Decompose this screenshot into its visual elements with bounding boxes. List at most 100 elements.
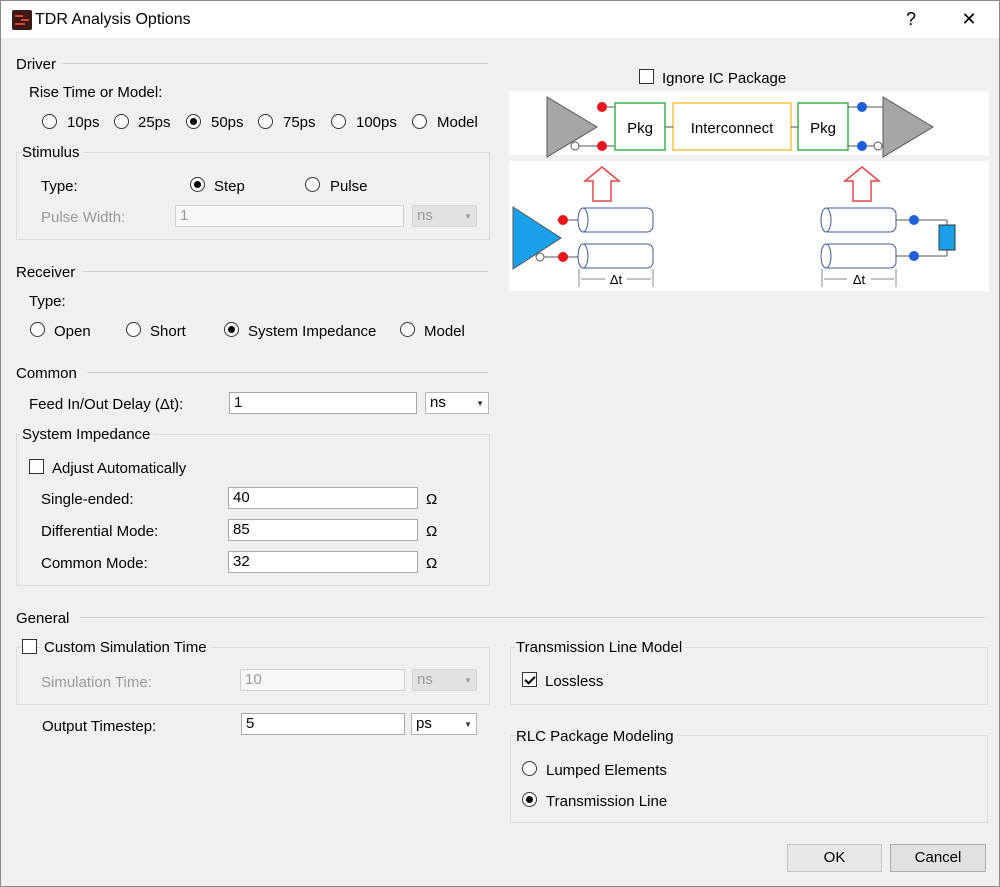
rise-75ps-label: 75ps xyxy=(283,114,316,131)
receiver-sysimp-radio[interactable] xyxy=(224,322,239,337)
port-dot-open xyxy=(873,141,883,151)
receiver-short-label: Short xyxy=(150,323,186,340)
ok-button[interactable]: OK xyxy=(787,844,882,872)
stimulus-type-label: Type: xyxy=(41,178,78,195)
resistor-icon xyxy=(938,224,956,251)
common-section-label: Common xyxy=(16,365,77,382)
stimulus-step-radio[interactable] xyxy=(190,177,205,192)
port-dot-blue xyxy=(857,102,867,112)
rise-100ps-label: 100ps xyxy=(356,114,397,131)
receiver-model-label: Model xyxy=(424,323,465,340)
stimulus-group xyxy=(16,152,490,240)
driver-divider xyxy=(63,63,488,64)
output-timestep-unit-value: ps xyxy=(416,715,432,732)
general-divider xyxy=(80,617,985,618)
ignore-ic-package-checkbox[interactable] xyxy=(639,69,654,84)
pkg-text-right: Pkg xyxy=(810,120,836,137)
common-divider xyxy=(87,372,488,373)
feed-delay-unit-select[interactable]: ns▼ xyxy=(425,392,489,414)
rlc-modeling-group xyxy=(510,735,988,823)
rise-25ps-radio[interactable] xyxy=(114,114,129,129)
simulation-time-input[interactable]: 10 xyxy=(240,669,405,691)
single-ended-input[interactable]: 40 xyxy=(228,487,418,509)
port-dot-open xyxy=(535,252,545,262)
pulse-width-input[interactable]: 1 xyxy=(175,205,404,227)
rise-model-label: Model xyxy=(437,114,478,131)
tdr-circuit-diagram: Pkg Interconnect Pkg Δt xyxy=(509,91,989,291)
port-dot-red xyxy=(597,102,607,112)
port-dot-open xyxy=(570,141,580,151)
receiver-type-label: Type: xyxy=(29,293,66,310)
rlc-modeling-group-label: RLC Package Modeling xyxy=(516,728,677,745)
stimulus-step-label: Step xyxy=(214,178,245,195)
tline-end xyxy=(820,207,832,233)
output-timestep-label: Output Timestep: xyxy=(42,718,157,735)
close-button[interactable]: ✕ xyxy=(961,9,977,29)
lossless-label: Lossless xyxy=(545,673,604,690)
arrow-up-icon-right xyxy=(842,166,882,202)
rise-model-radio[interactable] xyxy=(412,114,427,129)
rise-50ps-radio[interactable] xyxy=(186,114,201,129)
pkg-box-left xyxy=(614,102,666,151)
receiver-sysimp-label: System Impedance xyxy=(248,323,377,340)
help-button[interactable]: ? xyxy=(905,9,916,29)
general-section-label: General xyxy=(16,610,70,627)
pulse-width-unit-select[interactable]: ns▼ xyxy=(412,205,477,227)
receiver-buffer-icon xyxy=(882,96,934,158)
port-dot-red xyxy=(558,215,568,225)
tline-end xyxy=(820,243,832,269)
rlc-lumped-radio[interactable] xyxy=(522,761,537,776)
rise-10ps-label: 10ps xyxy=(67,114,100,131)
rise-100ps-radio[interactable] xyxy=(331,114,346,129)
differential-mode-unit: Ω xyxy=(426,523,438,540)
single-ended-label: Single-ended: xyxy=(41,491,134,508)
simulation-time-unit-select[interactable]: ns▼ xyxy=(412,669,477,691)
window-title: TDR Analysis Options xyxy=(35,11,191,28)
stimulus-group-label: Stimulus xyxy=(22,144,83,161)
port-dot-blue xyxy=(909,215,919,225)
tline-left-top xyxy=(578,207,654,233)
output-timestep-unit-select[interactable]: ps ▼ xyxy=(411,713,477,735)
pkg-box-right xyxy=(797,102,849,151)
receiver-open-label: Open xyxy=(54,323,91,340)
ignore-ic-package-label: Ignore IC Package xyxy=(662,70,787,87)
cancel-button[interactable]: Cancel xyxy=(890,844,986,872)
output-timestep-input[interactable]: 5 xyxy=(241,713,405,735)
port-dot-blue xyxy=(857,141,867,151)
common-mode-input[interactable]: 32 xyxy=(228,551,418,573)
receiver-short-radio[interactable] xyxy=(126,322,141,337)
tline-model-group xyxy=(510,647,988,705)
receiver-open-radio[interactable] xyxy=(30,322,45,337)
chevron-down-icon: ▼ xyxy=(464,720,472,729)
app-icon xyxy=(12,10,32,30)
adjust-automatically-label: Adjust Automatically xyxy=(52,460,187,477)
single-ended-unit: Ω xyxy=(426,491,438,508)
lossless-checkbox[interactable] xyxy=(522,672,537,687)
port-dot-red xyxy=(558,252,568,262)
simulation-time-label: Simulation Time: xyxy=(41,674,152,691)
tdr-source-buffer-icon xyxy=(512,206,562,270)
tline-right-bottom xyxy=(821,243,897,269)
custom-sim-time-group xyxy=(16,647,490,705)
common-mode-unit: Ω xyxy=(426,555,438,572)
driver-buffer-icon xyxy=(546,96,598,158)
custom-sim-time-label: Custom Simulation Time xyxy=(41,639,210,656)
pkg-text-left: Pkg xyxy=(627,120,653,137)
common-mode-label: Common Mode: xyxy=(41,555,148,572)
adjust-automatically-checkbox[interactable] xyxy=(29,459,44,474)
feed-delay-input[interactable]: 1 xyxy=(229,392,417,414)
title-bar: TDR Analysis Options ? ✕ xyxy=(1,1,999,38)
rlc-lumped-label: Lumped Elements xyxy=(546,762,667,779)
custom-sim-time-checkbox[interactable] xyxy=(22,639,37,654)
system-impedance-group xyxy=(16,434,490,586)
rise-10ps-radio[interactable] xyxy=(42,114,57,129)
receiver-model-radio[interactable] xyxy=(400,322,415,337)
port-dot-blue xyxy=(909,251,919,261)
rise-75ps-radio[interactable] xyxy=(258,114,273,129)
stimulus-pulse-radio[interactable] xyxy=(305,177,320,192)
differential-mode-input[interactable]: 85 xyxy=(228,519,418,541)
delta-t-right: Δt xyxy=(853,272,866,287)
interconnect-text: Interconnect xyxy=(691,120,774,137)
rlc-tline-radio[interactable] xyxy=(522,792,537,807)
